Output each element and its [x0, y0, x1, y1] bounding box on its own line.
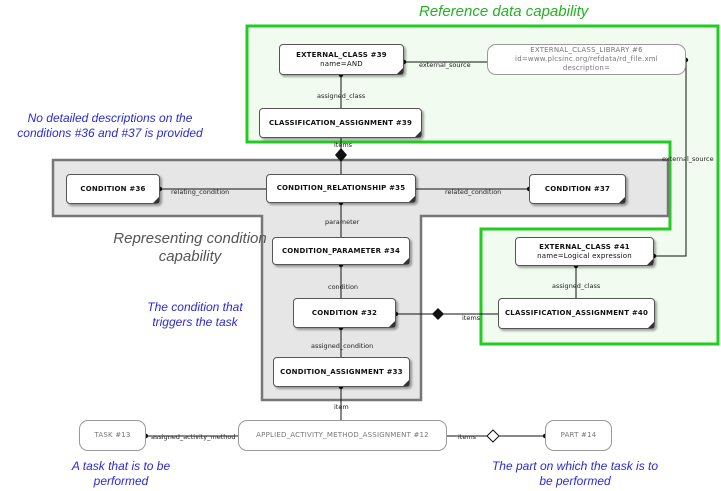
- entity-attribute: name=Logical expression: [537, 251, 632, 260]
- label-items-mid: items: [462, 314, 481, 322]
- entity-name: TASK #13: [94, 431, 131, 439]
- fold-corner-icon: [403, 380, 409, 386]
- fold-corner-icon: [397, 68, 403, 74]
- entity-condition-37[interactable]: CONDITION #37: [529, 174, 626, 204]
- entity-classification-assignment-40[interactable]: CLASSIFICATION_ASSIGNMENT #40: [498, 298, 655, 329]
- diamond-items-mid: [432, 308, 444, 320]
- label-assigned-class-top: assigned_class: [317, 92, 366, 100]
- entity-name: CONDITION #37: [544, 184, 611, 193]
- fold-corner-icon: [619, 197, 625, 203]
- fold-corner-icon: [389, 321, 395, 327]
- label-parameter: parameter: [325, 218, 360, 226]
- label-external-source-top: external_source: [419, 61, 471, 69]
- label-related-condition: related_condition: [445, 188, 502, 196]
- diamond-items-bottom: [486, 429, 500, 443]
- fold-corner-icon: [415, 131, 421, 137]
- entity-applied-activity-method-assignment-12[interactable]: APPLIED_ACTIVITY_METHOD_ASSIGNMENT #12: [238, 420, 447, 451]
- label-relating-condition: relating_condition: [171, 188, 230, 196]
- entity-name: CONDITION_RELATIONSHIP #35: [276, 184, 406, 192]
- entity-condition-assignment-33[interactable]: CONDITION_ASSIGNMENT #33: [273, 357, 410, 387]
- entity-external-class-39[interactable]: EXTERNAL_CLASS #39 name=AND: [279, 44, 404, 75]
- label-item: item: [334, 403, 349, 411]
- entity-part-14[interactable]: PART #14: [545, 420, 612, 451]
- entity-condition-relationship-35[interactable]: CONDITION_RELATIONSHIP #35: [266, 174, 416, 203]
- entity-name: CONDITION_PARAMETER #34: [281, 246, 401, 255]
- entity-name: CONDITION #36: [80, 184, 146, 193]
- entity-external-class-library-6[interactable]: EXTERNAL_CLASS_LIBRARY #6 id=www.plcsinc…: [487, 44, 686, 75]
- entity-condition-36[interactable]: CONDITION #36: [66, 174, 160, 204]
- entity-name: CLASSIFICATION_ASSIGNMENT #39: [268, 118, 413, 127]
- note-part: The part on which the task is to be perf…: [491, 459, 659, 488]
- fold-corner-icon: [647, 259, 653, 265]
- fold-corner-icon: [403, 258, 409, 264]
- entity-external-class-41[interactable]: EXTERNAL_CLASS #41 name=Logical expressi…: [515, 237, 654, 266]
- label-items-top: items: [334, 141, 353, 149]
- reference-data-title: Reference data capability: [419, 3, 589, 20]
- entity-name: EXTERNAL_CLASS_LIBRARY #6: [530, 46, 643, 54]
- label-assigned-class-right: assigned_class: [552, 282, 601, 290]
- note-task: A task that is to be performed: [71, 459, 171, 488]
- condition-capability-region: [51, 158, 670, 402]
- label-assigned-condition: assigned_condition: [311, 342, 374, 350]
- entity-classification-assignment-39[interactable]: CLASSIFICATION_ASSIGNMENT #39: [259, 108, 422, 138]
- diamond-items-top: [335, 148, 347, 162]
- fold-corner-icon: [409, 196, 415, 202]
- entity-name: CONDITION #32: [311, 308, 378, 317]
- entity-name: CLASSIFICATION_ASSIGNMENT #40: [504, 309, 649, 317]
- label-items-bottom: items: [458, 433, 477, 441]
- entity-attribute: name=AND: [320, 59, 363, 68]
- entity-name: CONDITION_ASSIGNMENT #33: [280, 367, 403, 376]
- relationship-lines: [146, 60, 687, 437]
- label-assigned-activity-method: assigned_activity_method: [151, 433, 236, 441]
- note-no-descriptions: No detailed descriptions on the conditio…: [17, 111, 203, 140]
- entity-name: EXTERNAL_CLASS #41: [539, 242, 630, 251]
- condition-capability-title: Representing condition capability: [113, 230, 267, 265]
- note-triggers: The condition that triggers the task: [147, 300, 243, 329]
- label-condition: condition: [328, 283, 359, 291]
- entity-name: PART #14: [560, 431, 597, 439]
- entity-name: EXTERNAL_CLASS #39: [296, 50, 387, 59]
- entity-task-13[interactable]: TASK #13: [79, 420, 146, 451]
- entity-name: APPLIED_ACTIVITY_METHOD_ASSIGNMENT #12: [256, 431, 429, 439]
- entity-condition-parameter-34[interactable]: CONDITION_PARAMETER #34: [272, 237, 410, 265]
- label-external-source-right: external_source: [662, 155, 714, 163]
- entity-attribute-description: description=: [562, 64, 611, 72]
- fold-corner-icon: [648, 322, 654, 328]
- entity-condition-32[interactable]: CONDITION #32: [293, 298, 396, 328]
- fold-corner-icon: [153, 197, 159, 203]
- entity-attribute-id: id=www.plcsinc.org/refdata/rd_file.xml: [515, 55, 658, 63]
